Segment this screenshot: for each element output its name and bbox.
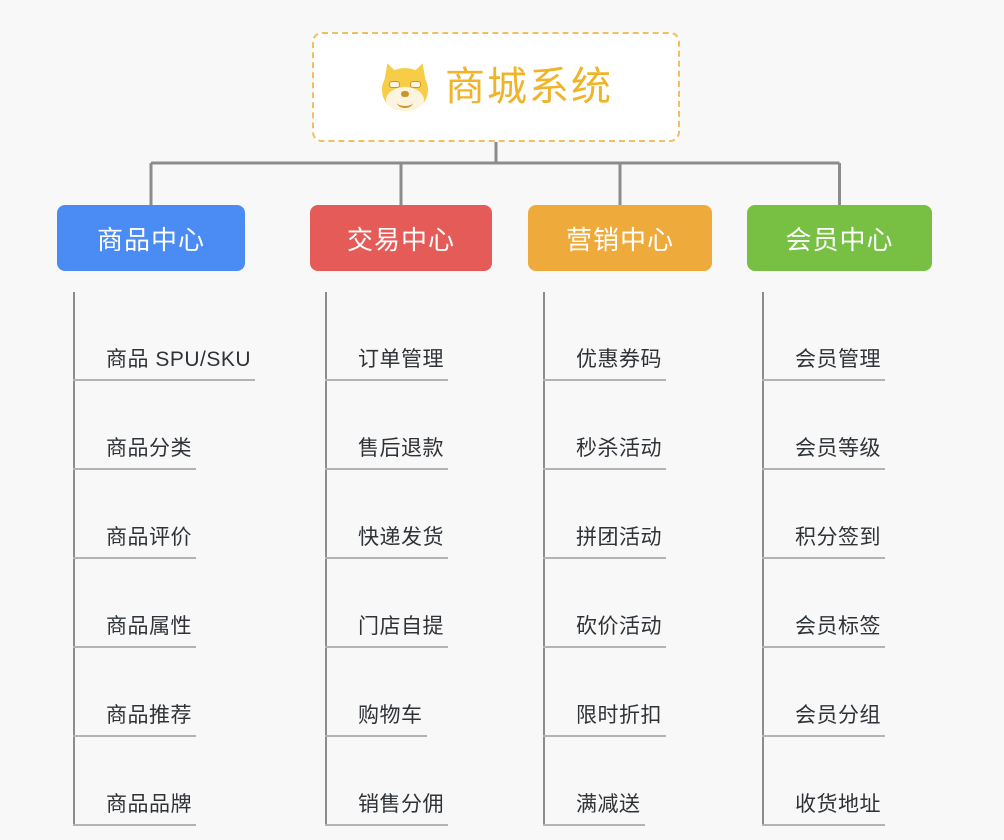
leaf-item-label: 商品推荐	[73, 699, 196, 737]
leaf-item[interactable]: 商品 SPU/SKU	[73, 292, 256, 381]
leaf-column-trade-center: 订单管理售后退款快递发货门店自提购物车销售分佣	[325, 292, 448, 826]
leaf-item-label: 会员标签	[762, 610, 885, 648]
column-spine	[325, 292, 327, 826]
leaf-item[interactable]: 限时折扣	[543, 648, 666, 737]
category-box-trade-center[interactable]: 交易中心	[310, 205, 492, 271]
leaf-item-label: 会员等级	[762, 432, 885, 470]
leaf-item[interactable]: 商品推荐	[73, 648, 255, 737]
leaf-item[interactable]: 秒杀活动	[543, 381, 666, 470]
leaf-item[interactable]: 商品评价	[73, 470, 255, 559]
category-label: 商品中心	[96, 224, 205, 255]
leaf-item-label: 快递发货	[325, 521, 448, 559]
leaf-item-label: 秒杀活动	[543, 432, 666, 470]
leaf-item[interactable]: 优惠券码	[543, 292, 666, 381]
leaf-column-member-center: 会员管理会员等级积分签到会员标签会员分组收货地址	[762, 292, 885, 826]
leaf-item[interactable]: 快递发货	[325, 470, 448, 559]
leaf-item-label: 商品 SPU/SKU	[73, 343, 256, 381]
leaf-item-label: 订单管理	[325, 343, 448, 381]
column-spine	[762, 292, 764, 826]
leaf-item-label: 收货地址	[762, 788, 885, 826]
leaf-item-label: 门店自提	[325, 610, 448, 648]
leaf-item-label: 商品属性	[73, 610, 196, 648]
root-node[interactable]: 商城系统	[312, 32, 680, 142]
leaf-item[interactable]: 订单管理	[325, 292, 448, 381]
leaf-item[interactable]: 收货地址	[762, 737, 885, 826]
leaf-item-label: 积分签到	[762, 521, 885, 559]
leaf-item[interactable]: 商品品牌	[73, 737, 255, 826]
category-label: 交易中心	[346, 224, 455, 255]
leaf-item[interactable]: 拼团活动	[543, 470, 666, 559]
root-title: 商城系统	[445, 65, 613, 109]
category-box-marketing-center[interactable]: 营销中心	[528, 205, 712, 271]
leaf-item[interactable]: 商品分类	[73, 381, 255, 470]
leaf-item-label: 砍价活动	[543, 610, 666, 648]
column-spine	[73, 292, 75, 826]
leaf-item-label: 商品品牌	[73, 788, 196, 826]
category-label: 会员中心	[785, 224, 894, 255]
category-box-product-center[interactable]: 商品中心	[57, 205, 245, 271]
leaf-item-label: 限时折扣	[543, 699, 666, 737]
leaf-item-label: 售后退款	[325, 432, 448, 470]
leaf-item-label: 商品评价	[73, 521, 196, 559]
leaf-item-label: 商品分类	[73, 432, 196, 470]
leaf-item-label: 拼团活动	[543, 521, 666, 559]
leaf-item[interactable]: 购物车	[325, 648, 448, 737]
leaf-item[interactable]: 会员标签	[762, 559, 885, 648]
shiba-dog-face-icon	[378, 60, 432, 112]
leaf-item-label: 购物车	[325, 699, 427, 737]
leaf-item[interactable]: 积分签到	[762, 470, 885, 559]
leaf-item-label: 会员分组	[762, 699, 885, 737]
column-spine	[543, 292, 545, 826]
leaf-item[interactable]: 售后退款	[325, 381, 448, 470]
leaf-item[interactable]: 销售分佣	[325, 737, 448, 826]
leaf-item-label: 满减送	[543, 788, 645, 826]
leaf-item-label: 优惠券码	[543, 343, 666, 381]
leaf-item[interactable]: 会员管理	[762, 292, 885, 381]
leaf-item[interactable]: 会员分组	[762, 648, 885, 737]
leaf-column-product-center: 商品 SPU/SKU 商品分类商品评价商品属性商品推荐商品品牌	[73, 292, 256, 826]
category-label: 营销中心	[565, 224, 674, 255]
leaf-item[interactable]: 砍价活动	[543, 559, 666, 648]
category-box-member-center[interactable]: 会员中心	[747, 205, 932, 271]
leaf-item[interactable]: 满减送	[543, 737, 666, 826]
leaf-item[interactable]: 商品属性	[73, 559, 255, 648]
leaf-item-label: 销售分佣	[325, 788, 448, 826]
leaf-item[interactable]: 会员等级	[762, 381, 885, 470]
leaf-item[interactable]: 门店自提	[325, 559, 448, 648]
leaf-item-label: 会员管理	[762, 343, 885, 381]
leaf-column-marketing-center: 优惠券码秒杀活动拼团活动砍价活动限时折扣满减送	[543, 292, 666, 826]
